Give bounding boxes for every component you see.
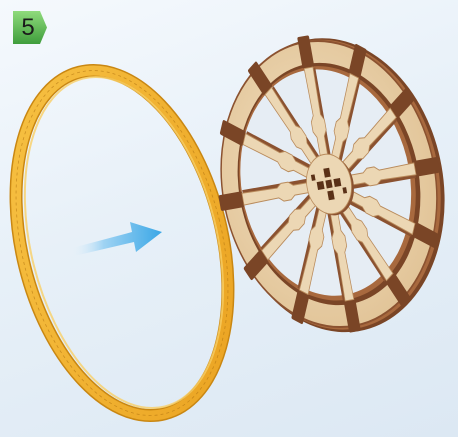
arrow-right-icon	[72, 222, 162, 256]
